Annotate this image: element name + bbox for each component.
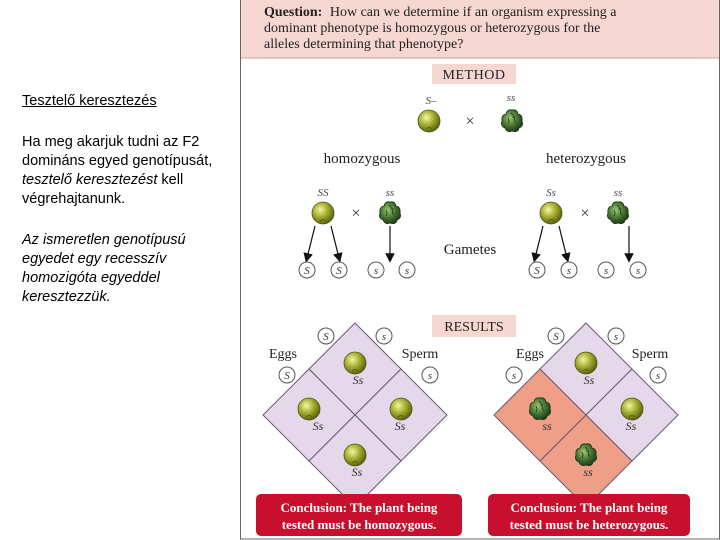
svg-text:Ss: Ss [395,419,406,433]
para1-start: Ha meg akarjuk tudni az F2 domináns egye… [22,134,213,169]
hetero-recessive-genotype: ss [614,187,623,199]
punnett-homozygous: Ss Ss Ss Ss [262,322,448,508]
method-label: METHOD [443,68,506,83]
svg-text:s: s [567,265,571,277]
testcross-figure: Question: How can we determine if an org… [240,0,720,540]
pea-smooth-unknown [417,109,441,133]
question-label: Question: [264,5,322,20]
slide-title: Tesztelő keresztezés [22,93,157,109]
svg-text:Conclusion: The plant being: Conclusion: The plant being [281,500,438,515]
svg-text:×: × [465,113,474,130]
svg-text:s: s [614,331,618,343]
punnett-heterozygous: Ss Ss ss ss [493,322,679,508]
svg-text:s: s [636,265,640,277]
question-line-1: How can we determine if an organism expr… [330,5,617,20]
svg-text:Ss: Ss [313,419,324,433]
explanation-paragraph-2: Az ismeretlen genotípusú egyedet egy rec… [22,231,237,307]
punnett-right-alleles: S s s s [505,327,667,384]
svg-text:S: S [284,370,290,382]
gametes-label: Gametes [444,242,497,258]
svg-text:S: S [336,265,342,277]
svg-text:s: s [604,265,608,277]
svg-text:Conclusion: The plant being: Conclusion: The plant being [511,500,668,515]
svg-text:tested must be homozygous.: tested must be homozygous. [282,517,437,532]
svg-text:s: s [428,370,432,382]
question-banner [241,0,719,58]
svg-text:s: s [512,370,516,382]
conclusion-homozygous: Conclusion: The plant being tested must … [256,494,462,536]
explanation-text: Tesztelő keresztezés Ha meg akarjuk tudn… [22,92,237,329]
question-line-2: dominant phenotype is homozygous or hete… [264,21,600,36]
para2-text: Az ismeretlen genotípusú egyedet egy rec… [22,232,186,305]
heterozygous-label: heterozygous [546,151,626,167]
pea-smooth-homozygous [311,201,335,225]
conclusion-heterozygous: Conclusion: The plant being tested must … [488,494,690,536]
svg-text:Question: How can we deter: Question: How can we determine if an org… [264,5,617,20]
eggs-label-left: Eggs [269,347,297,362]
svg-text:ss: ss [542,419,552,433]
para1-end: kell végrehajtanunk. [22,172,184,207]
svg-text:S: S [304,265,310,277]
svg-text:tested must be heterozygous.: tested must be heterozygous. [510,517,669,532]
svg-text:S: S [553,331,559,343]
results-label-box [432,315,516,337]
svg-text:×: × [351,205,360,222]
punnett-left-alleles: S S s s [278,327,439,384]
svg-text:Ss: Ss [584,373,595,387]
gamete-row: S S s s S s s s [298,261,647,279]
method-label-box [432,64,516,84]
gamete-arrows [303,225,634,263]
sperm-label-left: Sperm [402,347,439,362]
top-recessive-genotype: ss [507,92,516,104]
svg-text:s: s [656,370,660,382]
results-label: RESULTS [444,320,503,335]
sperm-label-right: Sperm [632,347,669,362]
svg-text:Ss: Ss [353,373,364,387]
svg-text:s: s [374,265,378,277]
homo-recessive-genotype: ss [386,187,395,199]
svg-text:s: s [382,331,386,343]
hetero-dominant-genotype: Ss [546,187,556,199]
svg-text:S: S [534,265,540,277]
explanation-paragraph-1: Ha meg akarjuk tudni az F2 domináns egye… [22,133,237,209]
homozygous-label: homozygous [324,151,401,167]
top-dominant-genotype: S– [426,95,438,107]
svg-text:s: s [405,265,409,277]
pea-smooth-heterozygous [539,201,563,225]
svg-text:S: S [323,331,329,343]
svg-text:×: × [580,205,589,222]
svg-text:Ss: Ss [352,465,363,479]
question-line-3: alleles determining that phenotype? [264,37,463,52]
para1-emphasis: tesztelő keresztezést [22,172,158,188]
svg-text:ss: ss [583,465,593,479]
svg-text:Ss: Ss [626,419,637,433]
homo-dominant-genotype: SS [318,187,330,199]
eggs-label-right: Eggs [516,347,544,362]
